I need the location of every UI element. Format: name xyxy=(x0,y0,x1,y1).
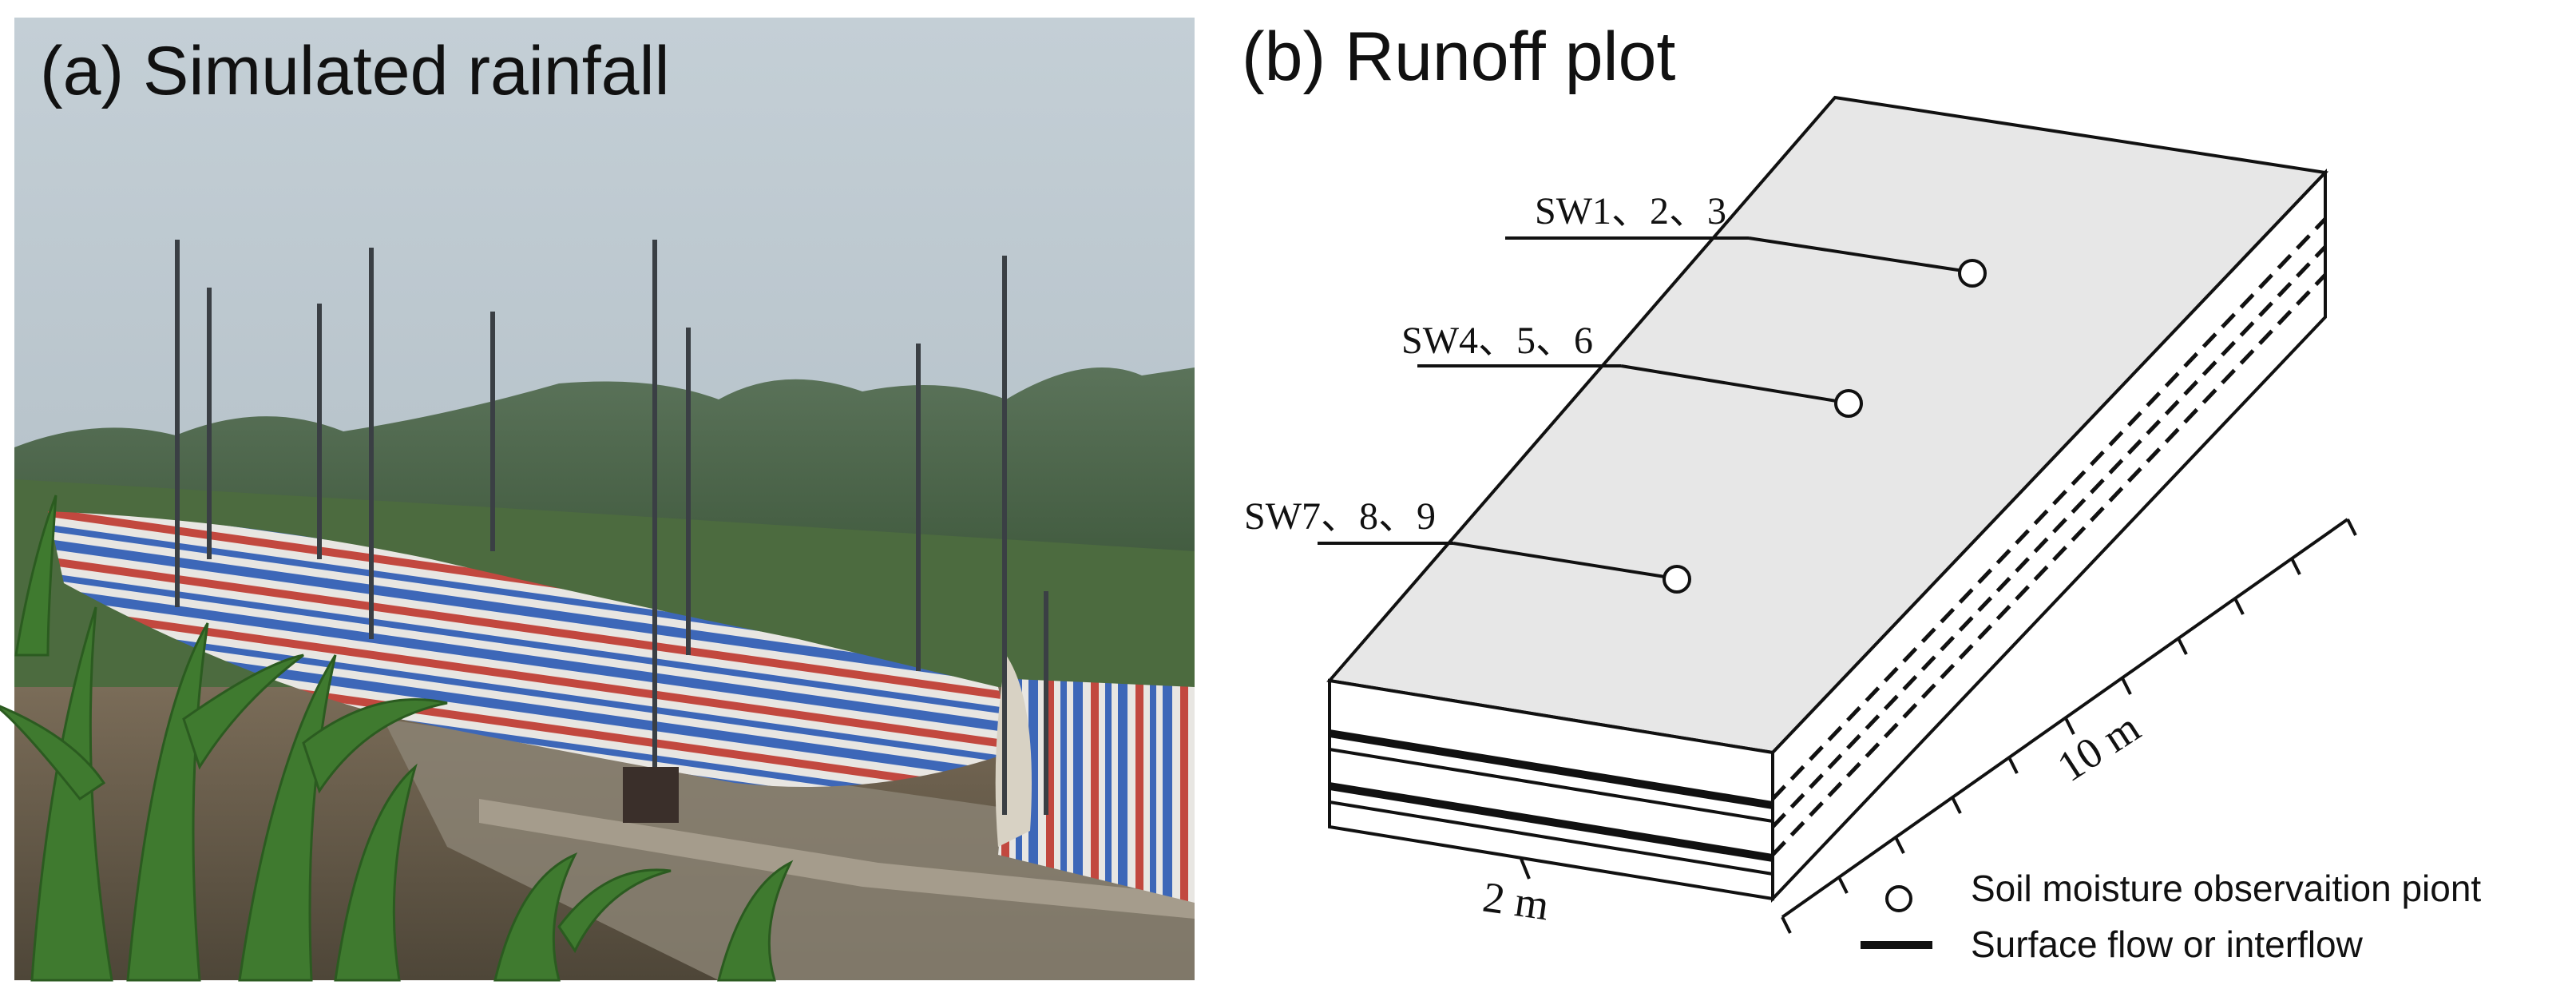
photo-corn-foreground xyxy=(0,495,794,982)
observation-row-3: SW7、8、9 xyxy=(1244,495,1691,594)
observation-label-3: SW7、8、9 xyxy=(1244,495,1436,538)
photo-sprinkler-poles xyxy=(175,240,1048,815)
photo-stool xyxy=(623,767,679,823)
soil-moisture-point-2 xyxy=(1834,389,1863,418)
legend-point-label: Soil moisture observaition piont xyxy=(1971,868,2481,909)
observation-label-2: SW4、5、6 xyxy=(1401,320,1593,362)
length-label: 10 m xyxy=(2049,703,2149,791)
soil-moisture-point-1 xyxy=(1958,259,1987,288)
observation-row-2: SW4、5、6 xyxy=(1401,320,1863,418)
plot-side-face xyxy=(1771,169,2327,904)
side-dashed-lines xyxy=(1771,217,2327,856)
soil-moisture-point-3 xyxy=(1663,565,1691,594)
scale-ticks xyxy=(1781,518,2357,934)
front-flow-line-3 xyxy=(1329,782,1773,862)
legend-point-icon xyxy=(1885,885,1912,912)
front-flow-line-1 xyxy=(1329,729,1773,809)
observation-label-1: SW1、2、3 xyxy=(1535,190,1726,232)
photo-terrace-step xyxy=(479,799,1195,919)
observation-row-1: SW1、2、3 xyxy=(1505,190,1987,288)
width-label: 2 m xyxy=(1480,872,1552,929)
legend-line-label: Surface flow or interflow xyxy=(1971,924,2364,965)
front-layer-line-4 xyxy=(1329,800,1773,876)
runoff-plot-block xyxy=(1326,95,2329,904)
panel-a-title: (a) Simulated rainfall xyxy=(40,33,670,109)
panel-b-title: (b) Runoff plot xyxy=(1242,18,1675,95)
width-dimension: 2 m xyxy=(1480,858,1552,929)
length-scale-bar xyxy=(1781,518,2357,934)
photo-tarp-main xyxy=(48,511,1014,787)
front-layer-line-2 xyxy=(1329,748,1773,823)
legend: Soil moisture observaition piont Surface… xyxy=(1861,868,2481,965)
panel-a-photo xyxy=(0,18,1195,982)
